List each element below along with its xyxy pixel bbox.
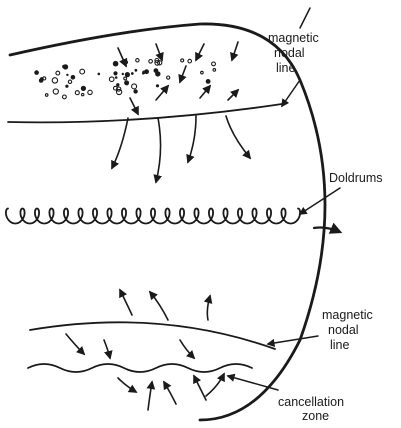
label-nodal-bottom-1: magnetic (322, 308, 373, 322)
speckle (98, 73, 101, 76)
doldrums-spiral (6, 209, 300, 224)
speckle (149, 60, 153, 64)
speckle (213, 69, 216, 72)
arrows-bottom (66, 290, 224, 410)
speckle (82, 93, 84, 95)
doldrums-outflow-arrow (314, 228, 340, 233)
label-nodal-top-3: line (276, 61, 296, 75)
speckle (117, 89, 122, 94)
speckle (201, 71, 204, 74)
speckle (115, 76, 118, 79)
label-nodal-top-2: nodal (274, 46, 305, 60)
speckle (40, 77, 44, 81)
speckle (135, 69, 138, 72)
speckle (156, 84, 159, 87)
speckle (52, 78, 57, 83)
speckle (142, 72, 145, 75)
speckle (116, 83, 119, 86)
nodal-line-top (8, 104, 282, 122)
speckle (167, 76, 170, 79)
speckle (124, 77, 127, 80)
label-cancellation-1: cancellation (278, 395, 344, 409)
speckle (81, 86, 86, 91)
speckle (88, 90, 92, 94)
speckle (66, 74, 68, 76)
speckle (65, 85, 68, 88)
doldrums-coil (6, 209, 300, 224)
label-nodal-bottom-3: line (330, 338, 350, 352)
speckle (125, 72, 130, 77)
speckle (122, 73, 124, 75)
speckle (56, 71, 60, 75)
speckle (144, 69, 149, 74)
speckle (212, 62, 216, 66)
speckle (131, 72, 134, 75)
speckle (136, 59, 139, 62)
speckle (113, 61, 119, 67)
arrows-top-inward (118, 42, 238, 114)
speckle (34, 70, 39, 75)
speckle (80, 69, 85, 74)
speckle (124, 80, 129, 85)
speckle (181, 59, 184, 62)
speckle (132, 84, 137, 89)
speckle (45, 94, 48, 97)
speckle (109, 77, 114, 82)
speckle (71, 75, 76, 80)
label-nodal-top-1: magnetic (268, 31, 319, 45)
speckle (113, 71, 117, 75)
arrows-top-outward (112, 116, 250, 182)
speckle (188, 59, 192, 63)
speckle (133, 89, 137, 93)
label-cancellation-2: zone (302, 409, 329, 423)
sphere-outline (10, 24, 325, 420)
label-doldrums: Doldrums (329, 171, 383, 185)
speckle (206, 79, 211, 84)
speckle (53, 89, 58, 94)
label-nodal-bottom-2: nodal (328, 323, 359, 337)
speckle (63, 95, 67, 99)
speckle (154, 68, 159, 73)
cancellation-zone-wave (28, 364, 252, 372)
speckle (68, 80, 71, 83)
speckle (75, 91, 79, 95)
